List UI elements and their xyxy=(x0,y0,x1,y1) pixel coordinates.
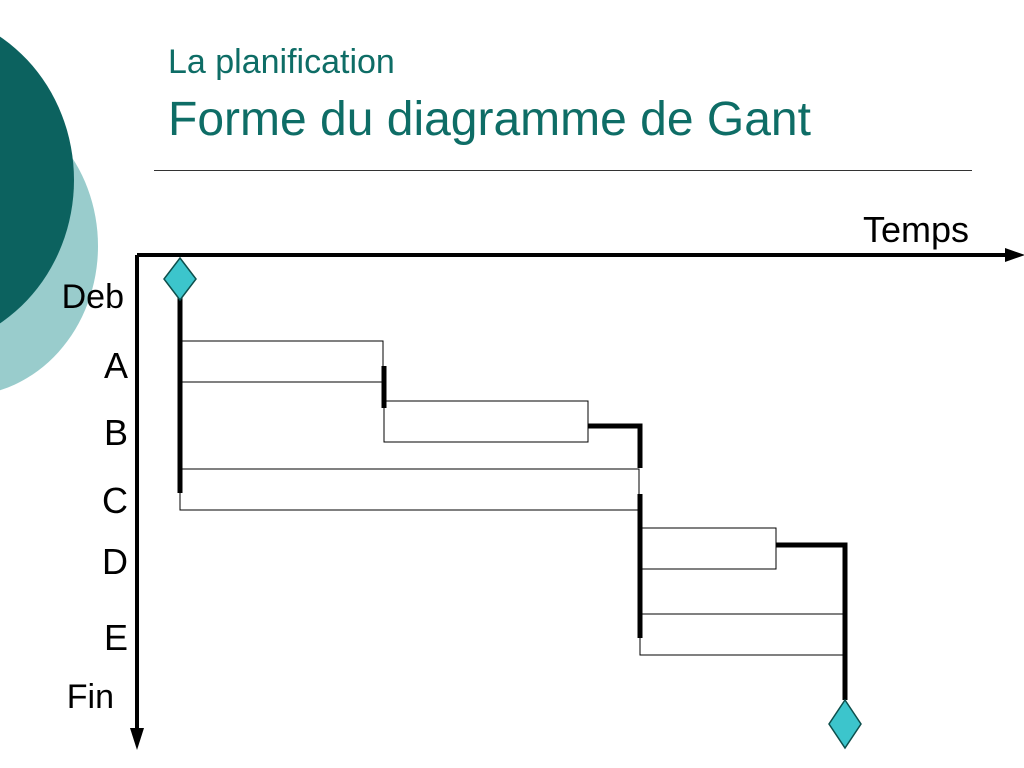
time-axis-arrowhead xyxy=(1005,248,1024,262)
task-bar-e xyxy=(639,613,846,656)
task-axis-arrowhead xyxy=(130,728,144,750)
row-label-c: C xyxy=(102,480,128,521)
task-bar-d xyxy=(639,527,777,570)
task-bar-c xyxy=(179,468,640,511)
time-axis-label: Temps xyxy=(863,209,969,250)
milestone-end-diamond xyxy=(828,698,862,750)
row-label-fin: Fin xyxy=(67,678,114,716)
title-divider xyxy=(154,170,972,171)
task-bar-b xyxy=(383,400,589,443)
row-label-b: B xyxy=(104,412,128,453)
slide-title: Forme du diagramme de Gant xyxy=(168,93,811,146)
task-bar-a xyxy=(179,340,384,383)
row-label-deb: Deb xyxy=(62,278,124,316)
row-label-e: E xyxy=(104,617,128,658)
row-label-d: D xyxy=(102,541,128,582)
milestone-start-diamond xyxy=(163,256,197,302)
float-line-b xyxy=(588,423,643,468)
row-label-a: A xyxy=(104,345,128,386)
float-line-d-end xyxy=(776,542,848,700)
slide-subtitle: La planification xyxy=(168,43,395,81)
